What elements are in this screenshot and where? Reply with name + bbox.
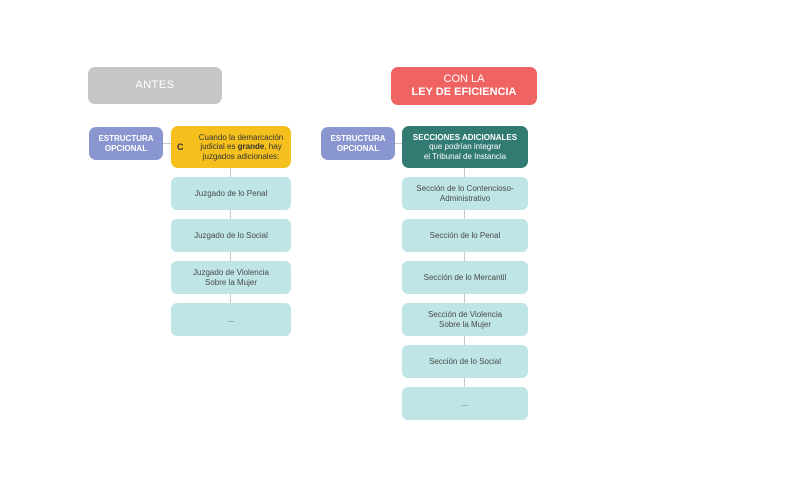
seccion-item-more: ... [402,387,528,420]
item-label: Sección de lo Penal [429,230,501,240]
highlight-line2-bold: grande [237,142,265,152]
secciones-title: SECCIONES ADICIONALES [412,132,518,142]
highlight-text: Cuando la demarcación judicial es grande… [191,133,291,161]
connector-right-h [395,143,402,144]
item-label-line2: Sobre la Mujer [204,277,258,287]
demarcacion-grande-box: C Cuando la demarcación judicial es gran… [171,126,291,168]
item-label: Juzgado de Violencia [193,267,269,277]
highlight-line3: juzgados adicionales: [202,151,280,161]
seccion-item-mercantil: Sección de lo Mercantil [402,261,528,294]
connector-left-h [163,143,171,144]
secciones-line3: el Tribunal de Instancia [423,151,507,161]
estructura-opcional-right: ESTRUCTURA OPCIONAL [321,127,395,160]
seccion-item-violencia: Sección de Violencia Sobre la Mujer [402,303,528,336]
item-label: Sección de lo Social [428,356,502,366]
juzgado-item-more: ... [171,303,291,336]
seccion-item-social: Sección de lo Social [402,345,528,378]
item-label: Sección de Violencia [427,309,503,319]
item-label-line2: Administrativo [439,193,491,203]
header-ley-line1: CON LA [443,73,485,86]
item-label: Juzgado de lo Penal [194,188,268,198]
highlight-letter: C [177,141,184,152]
item-label: Sección de lo Contencioso- [416,183,514,193]
highlight-line2-post: , hay [264,142,282,152]
item-label: Juzgado de lo Social [194,230,268,240]
seccion-item-contencioso: Sección de lo Contencioso- Administrativ… [402,177,528,210]
estructura-line1: ESTRUCTURA [330,133,386,143]
item-label: Sección de lo Mercantil [423,272,507,282]
item-label-line2: Sobre la Mujer [438,319,492,329]
estructura-line2: OPCIONAL [104,143,148,153]
header-antes: ANTES [88,67,222,104]
header-antes-label: ANTES [135,79,175,92]
item-label: ... [227,314,235,324]
juzgado-item-penal: Juzgado de lo Penal [171,177,291,210]
juzgado-item-social: Juzgado de lo Social [171,219,291,252]
highlight-line2-pre: judicial es [200,142,238,152]
juzgado-item-violencia: Juzgado de Violencia Sobre la Mujer [171,261,291,294]
item-label: ... [461,398,469,408]
estructura-line2: OPCIONAL [336,143,380,153]
header-ley-line2: LEY DE EFICIENCIA [411,86,517,98]
secciones-adicionales-box: SECCIONES ADICIONALES que podrían integr… [402,126,528,168]
seccion-item-penal: Sección de lo Penal [402,219,528,252]
secciones-line2: que podrían integrar [428,142,502,152]
highlight-line1: Cuando la demarcación [198,133,284,143]
estructura-line1: ESTRUCTURA [98,133,154,143]
estructura-opcional-left: ESTRUCTURA OPCIONAL [89,127,163,160]
header-ley-eficiencia: CON LA LEY DE EFICIENCIA [391,67,537,105]
